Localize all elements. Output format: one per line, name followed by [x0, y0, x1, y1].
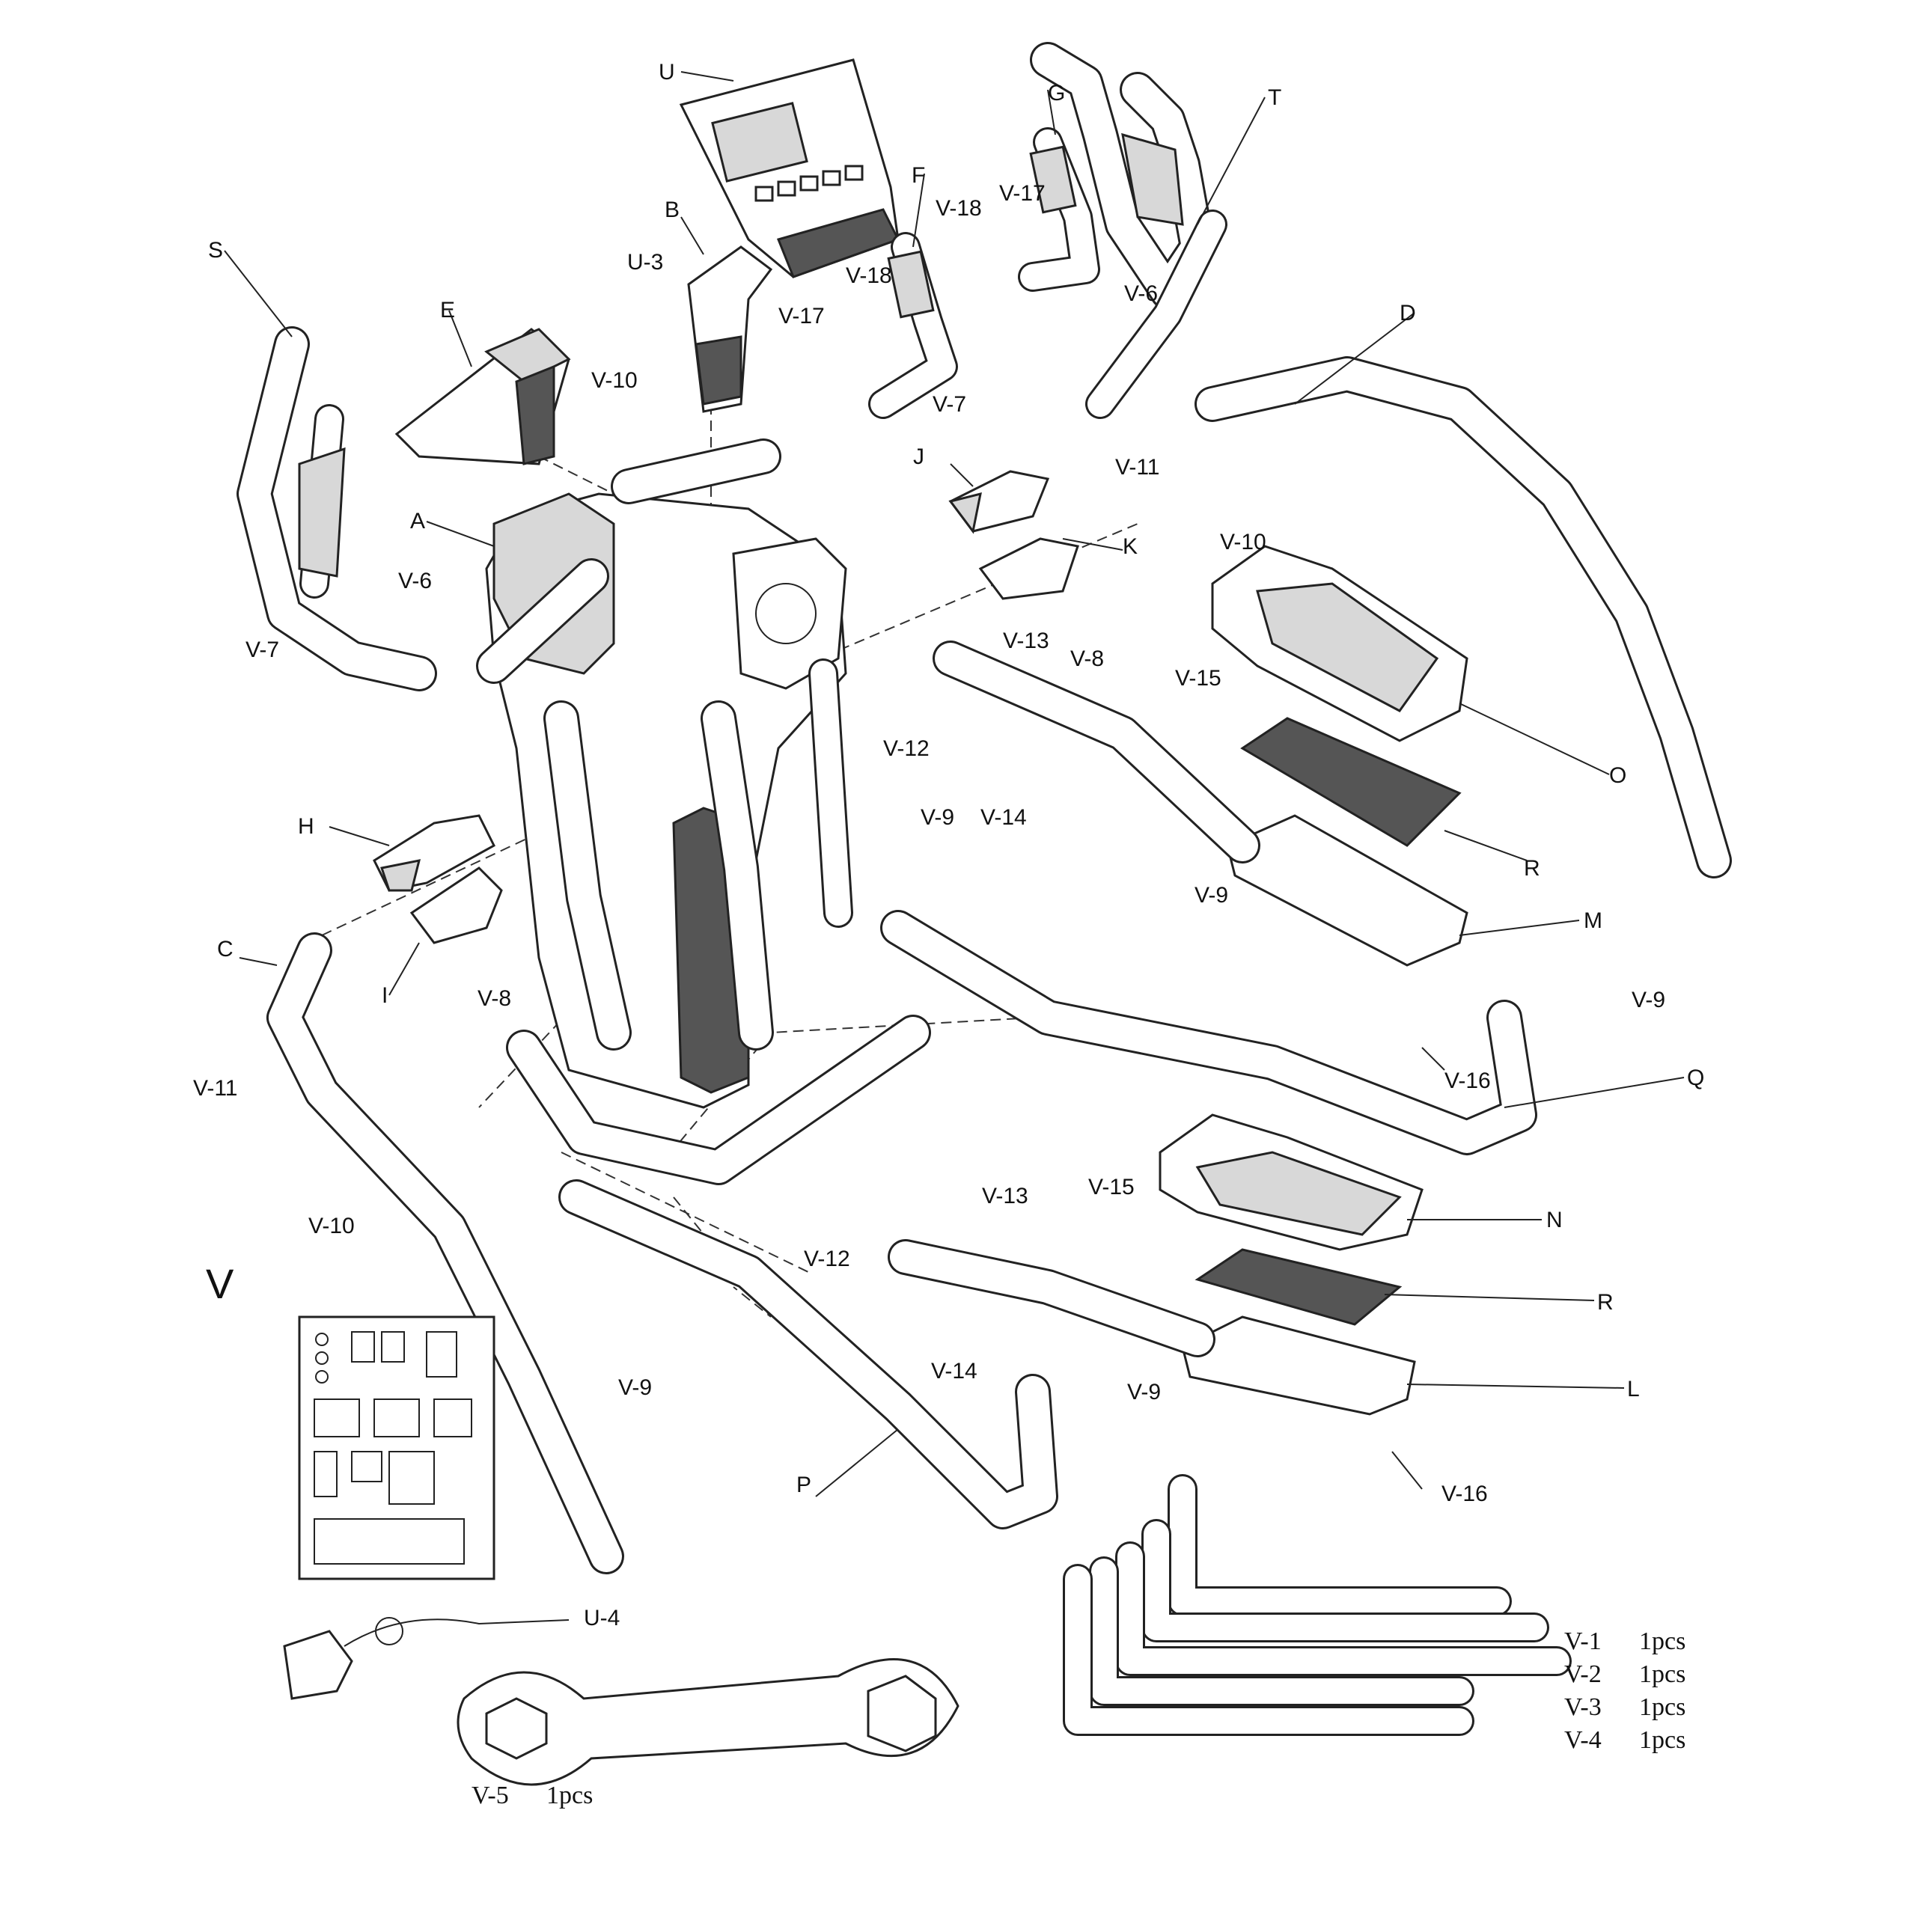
label-v14a: V-14 — [980, 805, 1027, 830]
label-v6b: V-6 — [1124, 281, 1158, 306]
part-n-foot-pedal — [1159, 1113, 1424, 1251]
label-u: U — [659, 60, 675, 85]
part-m-pedal-plate — [1226, 814, 1468, 967]
label-v7a: V-7 — [245, 638, 279, 662]
label-v16b: V-16 — [1441, 1482, 1488, 1506]
label-v10c: V-10 — [1220, 530, 1266, 554]
label-d: D — [1400, 301, 1416, 325]
label-v13a: V-13 — [1003, 629, 1049, 653]
tool-qty-v2: 1pcs — [1639, 1660, 1685, 1688]
part-i-clamp — [409, 866, 503, 944]
part-l-pedal-plate — [1181, 1315, 1416, 1416]
part-u-console — [679, 58, 900, 278]
leader-lines — [224, 71, 1685, 1497]
label-kit-v: V — [206, 1260, 234, 1307]
label-v12b: V-12 — [804, 1247, 850, 1271]
part-g-right-grip — [1018, 127, 1100, 292]
part-r-foot-pad-upper — [1240, 717, 1462, 847]
label-v9e: V-9 — [1127, 1380, 1161, 1404]
label-u4: U-4 — [584, 1606, 620, 1630]
label-e: E — [440, 298, 455, 322]
part-u4-power-adapter — [283, 1617, 570, 1700]
label-v7b: V-7 — [933, 392, 966, 417]
label-t: T — [1268, 85, 1281, 110]
part-j-clamp — [948, 470, 1050, 534]
hardware-kit-card — [298, 1315, 495, 1580]
part-labels: U T G V-17 V-18 F B U-3 V-18 V-17 V-6 D … — [193, 60, 1704, 1630]
label-c: C — [217, 937, 234, 962]
part-r-foot-pad-lower — [1195, 1248, 1403, 1326]
label-g: G — [1048, 81, 1065, 106]
part-a-main-frame — [476, 438, 853, 1109]
tool-legend: V-1 1pcs V-2 1pcs V-3 1pcs V-4 1pcs V-5 … — [472, 1627, 1685, 1809]
label-v17a: V-17 — [778, 304, 825, 328]
label-q: Q — [1687, 1066, 1704, 1090]
part-b-console-mast — [687, 245, 773, 413]
label-o: O — [1609, 763, 1626, 788]
label-s: S — [208, 238, 223, 263]
label-r1: R — [1524, 856, 1540, 881]
tool-qty-v1: 1pcs — [1639, 1627, 1685, 1655]
label-v10a: V-10 — [591, 368, 638, 393]
tool-code-v3: V-3 — [1564, 1693, 1602, 1721]
part-q-rear-rail — [880, 910, 1537, 1155]
label-v18a: V-18 — [846, 263, 892, 288]
label-v10b: V-10 — [308, 1214, 355, 1238]
label-v6a: V-6 — [398, 569, 432, 593]
console-buttons — [754, 165, 864, 202]
label-b: B — [665, 198, 680, 222]
label-i: I — [382, 983, 388, 1008]
label-v18b: V-18 — [936, 196, 982, 221]
label-f: F — [912, 163, 925, 188]
part-p-front-rail — [558, 1179, 1058, 1529]
label-h: H — [298, 814, 314, 839]
pedal-arm-upper — [933, 641, 1260, 863]
label-m: M — [1584, 908, 1602, 933]
label-v14b: V-14 — [931, 1359, 977, 1384]
part-c-left-lower-arm — [266, 932, 624, 1574]
label-v16a: V-16 — [1444, 1069, 1491, 1093]
label-v12a: V-12 — [883, 736, 930, 761]
label-v11a: V-11 — [193, 1076, 238, 1101]
part-t-right-handlebar — [1030, 42, 1227, 419]
label-v9b: V-9 — [1195, 883, 1228, 908]
label-j: J — [913, 444, 924, 469]
label-v9a: V-9 — [921, 805, 954, 830]
label-v11b: V-11 — [1115, 455, 1160, 480]
tool-qty-v4: 1pcs — [1639, 1726, 1685, 1754]
label-v15b: V-15 — [1088, 1175, 1135, 1199]
tool-qty-v5: 1pcs — [546, 1782, 593, 1809]
part-s-left-handlebar — [237, 326, 437, 691]
label-v8a: V-8 — [478, 986, 511, 1011]
label-a: A — [410, 509, 425, 534]
part-h-clamp — [373, 814, 495, 892]
part-e-cover — [394, 328, 571, 465]
tool-code-v1: V-1 — [1564, 1627, 1602, 1655]
label-v15a: V-15 — [1175, 666, 1221, 691]
label-n: N — [1546, 1208, 1563, 1232]
tool-qty-v3: 1pcs — [1639, 1693, 1685, 1721]
tool-code-v2: V-2 — [1564, 1660, 1602, 1688]
part-d-right-lower-arm — [1195, 356, 1732, 878]
part-f-left-grip — [868, 232, 958, 419]
label-v9c: V-9 — [1632, 988, 1665, 1012]
label-v17b: V-17 — [999, 181, 1046, 206]
part-o-foot-pedal — [1211, 545, 1468, 742]
label-v13b: V-13 — [982, 1184, 1028, 1208]
label-k: K — [1123, 534, 1138, 559]
tool-code-v5: V-5 — [472, 1782, 509, 1809]
label-v9d: V-9 — [618, 1375, 652, 1400]
part-k-clamp — [978, 537, 1079, 600]
pedal-arm-lower — [888, 1239, 1215, 1357]
base-crossbar — [506, 1015, 931, 1185]
tool-allen-keys — [1063, 1474, 1572, 1736]
label-v8b: V-8 — [1070, 646, 1104, 671]
label-p: P — [796, 1473, 811, 1497]
tool-v5-wrench — [457, 1658, 959, 1786]
label-u3: U-3 — [627, 250, 663, 275]
label-l: L — [1627, 1377, 1640, 1401]
label-r2: R — [1597, 1290, 1614, 1315]
tool-code-v4: V-4 — [1564, 1726, 1602, 1754]
